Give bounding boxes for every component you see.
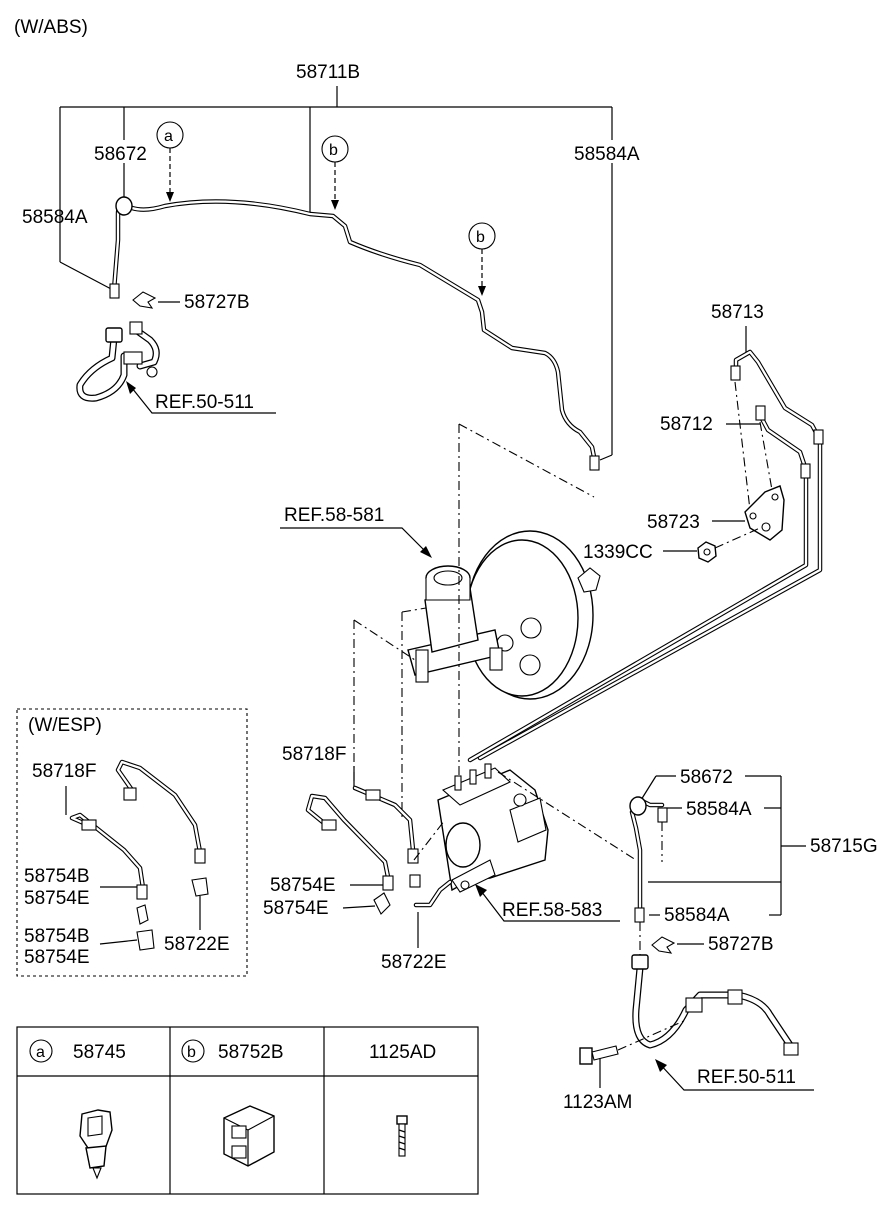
nut-1339CC: 1339CC [583,527,761,563]
part-label-58722E-main: 58722E [381,952,447,973]
legend-part-58745: 58745 [73,1042,126,1063]
part-label-58584A-right: 58584A [574,144,640,165]
brake-hose-bottom-right [631,954,799,1056]
esp-label-58754E-2: 58754E [24,947,90,968]
esp-label-58718F: 58718F [32,761,96,782]
esp-label-58754B-1: 58754B [24,866,90,887]
legend-part-1125AD: 1125AD [369,1042,436,1063]
part-label-58712: 58712 [660,414,713,435]
legend-table: a 58745 b 58752B 1125AD [16,1026,479,1195]
part-label-58723: 58723 [647,512,700,533]
part-label-58584A-r2: 58584A [664,905,730,926]
clip-58727B-top: 58727B [132,291,250,313]
callout-b-1: b [321,135,349,210]
part-label-58718F-main: 58718F [282,744,346,765]
esp-label-58754B-2: 58754B [24,926,90,947]
brake-tubes-right [467,349,824,763]
legend-part-58752B: 58752B [218,1042,284,1063]
bracket-58711B: 58711B [59,62,613,461]
part-label-58715G: 58715G [810,836,878,857]
part-label-1339CC: 1339CC [583,542,653,563]
clip-icon [79,1109,113,1180]
legend-item-a: a 58745 [29,1039,126,1180]
part-label-58754E-b: 58754E [263,898,329,919]
svg-text:b: b [476,229,485,246]
abs-hydraulic-unit [437,763,549,893]
brake-tube-right-lower [629,796,668,955]
esp-label-58722E: 58722E [164,934,230,955]
clip-58727B-bottom: 58727B [651,934,774,955]
booster-assembly [407,530,601,700]
ref-label-50-511-bottom: REF.50-511 [697,1067,796,1088]
esp-label-58754E-1: 58754E [24,888,90,909]
bracket-58715G: 58672 58584A 58715G 58584A [640,767,878,926]
part-label-58672-right: 58672 [680,767,733,788]
bracket-58723: 58723 [647,485,785,541]
block-clip-icon [223,1105,275,1167]
variant-label: (W/ABS) [14,17,88,38]
part-label-58727B-top: 58727B [184,292,250,313]
brake-tube-58711B [109,196,600,471]
ref-label-50-511-top: REF.50-511 [155,392,254,413]
brake-tubes-center [305,785,453,915]
brake-hose-top-left [76,321,160,402]
part-label-58727B-bottom: 58727B [708,934,774,955]
part-label-58754E-a: 58754E [270,875,336,896]
part-label-58711B: 58711B [296,62,360,83]
svg-text:a: a [164,128,173,145]
part-label-1123AM: 1123AM [563,1092,632,1113]
ref-50-511-bottom: REF.50-511 [655,1059,814,1091]
ref-58-581: REF.58-581 [280,505,432,558]
ref-58-583: REF.58-583 [475,884,620,922]
bolt-icon [396,1115,408,1157]
part-label-58672-top: 58672 [94,144,147,165]
callout-b-2: b [468,222,496,296]
esp-inset: (W/ESP) 58718F 58754B 58754E 58754B 5875… [16,708,248,977]
legend-item-b: b 58752B [181,1039,284,1167]
ref-50-511-top: REF.50-511 [126,381,276,414]
part-label-58584A-left: 58584A [22,207,88,228]
svg-text:a: a [36,1044,45,1061]
ref-label-58-581: REF.58-581 [284,505,384,526]
esp-title: (W/ESP) [28,715,102,736]
part-label-58713: 58713 [711,302,764,323]
svg-text:b: b [329,142,338,159]
part-label-58584A-r1: 58584A [686,799,752,820]
callout-a-top: a [156,121,184,202]
legend-item-1125AD: 1125AD [369,1042,436,1157]
ref-label-58-583: REF.58-583 [502,900,602,921]
bolt-1123AM: 1123AM [563,1019,687,1113]
svg-text:b: b [187,1044,196,1061]
